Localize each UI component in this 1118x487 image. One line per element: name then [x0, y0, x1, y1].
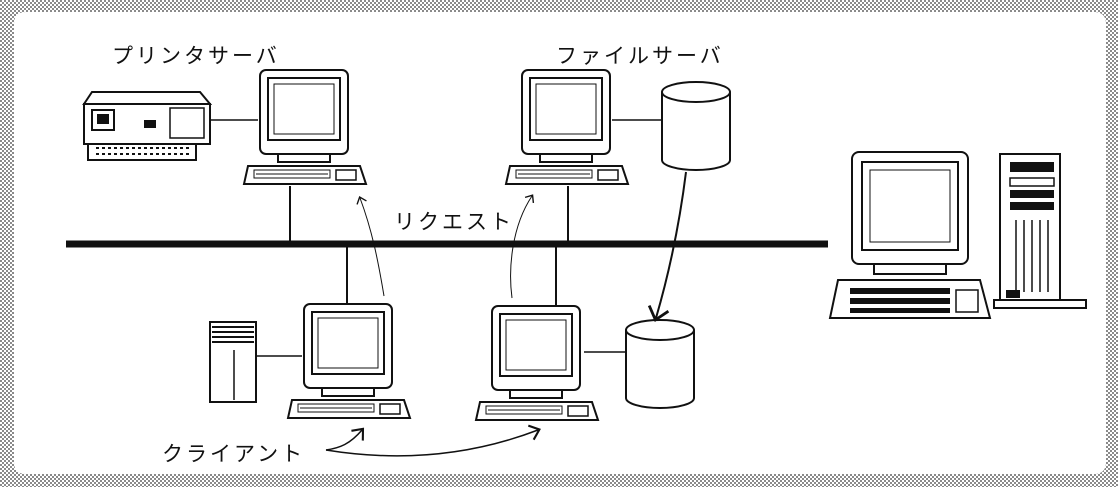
client-tower-icon [209, 321, 257, 403]
request-label: リクエスト [394, 210, 514, 234]
file-server-computer-icon [505, 69, 629, 185]
large-workstation-icon [828, 151, 992, 319]
printer-icon [82, 91, 213, 161]
client-pointer-arrow-right [325, 424, 541, 457]
client-pointer-arrow-left [325, 427, 365, 451]
client-right-computer-icon [475, 305, 599, 421]
print-server-label: プリンタサーバ [112, 44, 280, 68]
client-left-computer-icon [287, 303, 411, 419]
request-arrow-to-file-server [510, 194, 535, 299]
request-arrow-to-print-server [356, 196, 385, 297]
client-disk-icon [625, 319, 695, 409]
large-tower-icon [993, 153, 1087, 309]
transfer-arrow-to-client-disk [647, 171, 687, 323]
client-label: クライアント [162, 442, 306, 466]
file-server-disk-icon [661, 81, 731, 171]
file-server-label: ファイルサーバ [556, 44, 724, 68]
print-server-computer-icon [243, 69, 367, 185]
